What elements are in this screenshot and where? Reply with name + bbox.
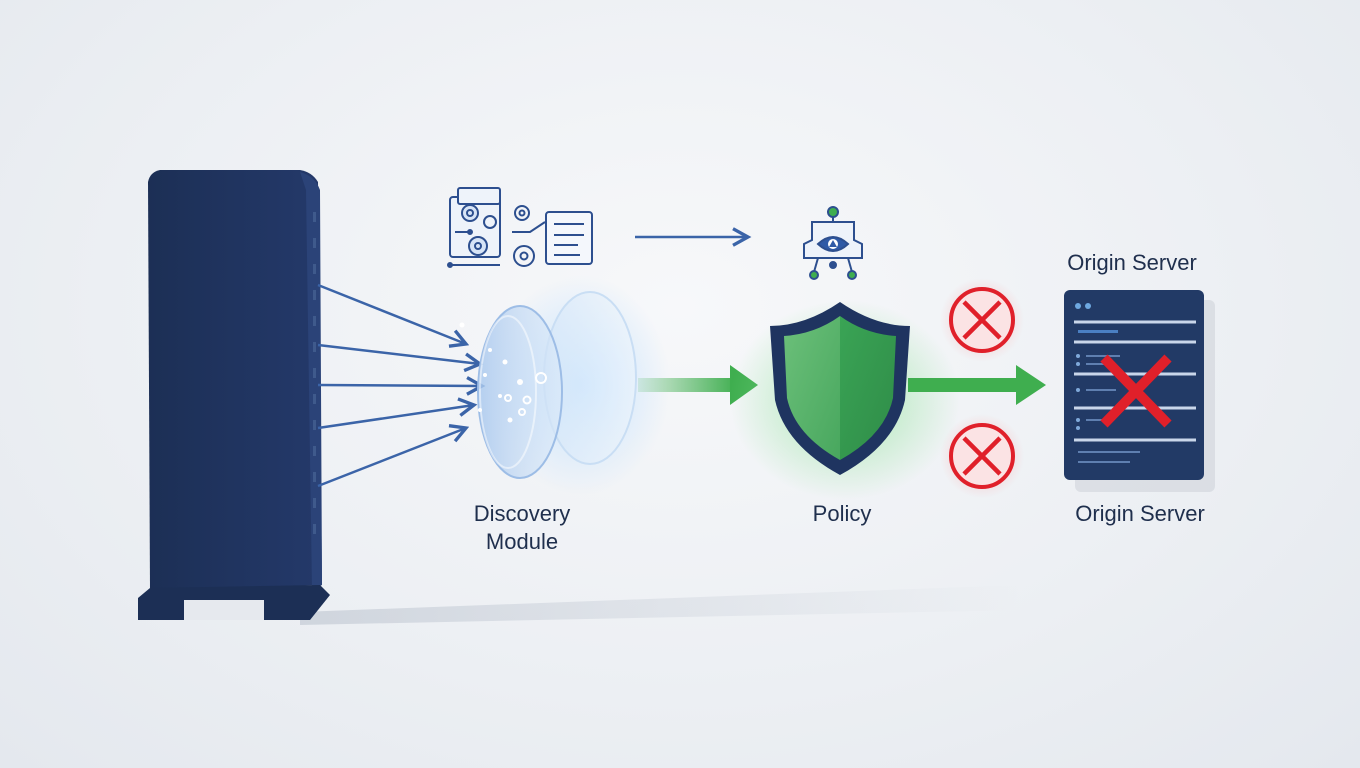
rack-units xyxy=(1074,320,1196,442)
origin-server-label-top: Origin Server xyxy=(1067,250,1197,275)
floor-shadow xyxy=(300,585,1020,625)
tower-server-icon xyxy=(138,170,330,620)
policy-label: Policy xyxy=(812,501,872,526)
blocked-x-circle-icon xyxy=(940,414,1024,498)
discovery-label-line2: Module xyxy=(485,529,559,554)
lens-filter-icon xyxy=(459,275,670,495)
tower-vents xyxy=(313,212,316,534)
blocked-x-circle-icon xyxy=(940,278,1024,362)
rack-server-icon xyxy=(1064,290,1215,492)
gears-document-icon xyxy=(447,187,593,268)
origin-server-label-bottom: Origin Server xyxy=(1075,501,1205,526)
shield-icon xyxy=(730,300,960,500)
discovery-label-line1: Discovery xyxy=(473,501,571,526)
lens-particles xyxy=(459,322,523,423)
allowed-arrow-2 xyxy=(908,365,1046,405)
discovery-module-label: Discovery Module xyxy=(422,500,622,556)
agent-network-icon xyxy=(803,206,863,280)
incoming-request-arrows xyxy=(317,283,482,488)
red-x-icon xyxy=(1100,354,1172,428)
